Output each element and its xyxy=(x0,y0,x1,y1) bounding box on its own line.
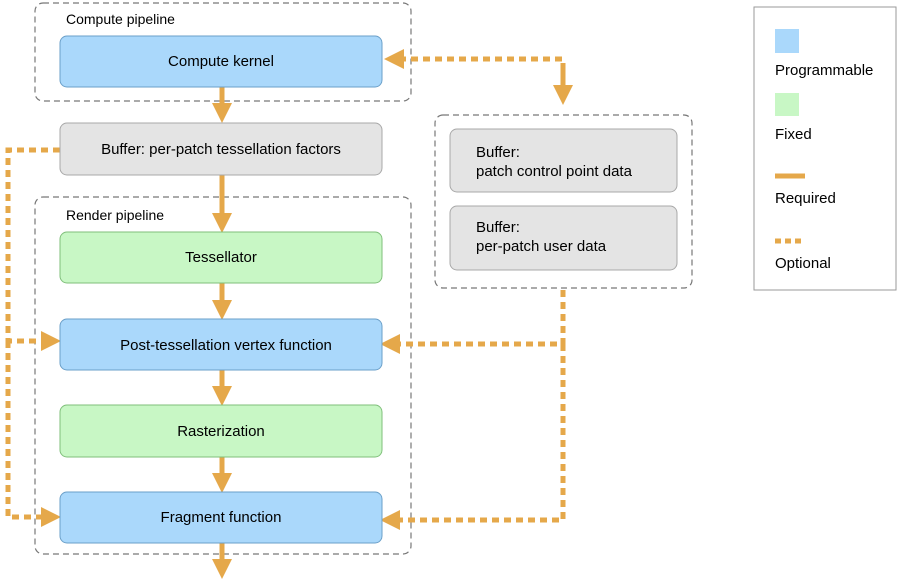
post-tess-vertex-label: Post-tessellation vertex function xyxy=(120,337,332,354)
legend-required-label: Required xyxy=(775,190,836,207)
compute-pipeline-label: Compute pipeline xyxy=(66,11,175,27)
legend-programmable-label: Programmable xyxy=(775,62,873,79)
tess-factors-buffer-label: Buffer: per-patch tessellation factors xyxy=(101,141,341,158)
compute-pipeline-group xyxy=(34,2,412,102)
optional-arrows xyxy=(5,49,573,530)
tessellator-label: Tessellator xyxy=(185,249,257,266)
arrow-buffer-to-vertex xyxy=(380,290,566,354)
rasterization-label: Rasterization xyxy=(177,423,265,440)
arrow-buffer-to-fragment xyxy=(380,344,566,530)
legend-optional-label: Optional xyxy=(775,255,831,272)
fragment-function-box xyxy=(59,491,383,544)
tessellator-box xyxy=(59,231,383,284)
legend-fixed-label: Fixed xyxy=(775,126,812,143)
legend-fixed-swatch xyxy=(775,93,799,116)
compute-kernel-label: Compute kernel xyxy=(168,53,274,70)
fragment-function-label: Fragment function xyxy=(161,509,282,526)
buffer-inputs-group xyxy=(434,114,693,289)
compute-kernel-box xyxy=(59,35,383,88)
rasterization-box xyxy=(59,404,383,458)
arrow-factors-to-vertex xyxy=(5,147,61,351)
user-data-buffer-box xyxy=(449,205,678,271)
legend-programmable-swatch xyxy=(775,29,799,53)
user-data-buffer-line1: Buffer: xyxy=(476,219,520,236)
arrow-factors-to-fragment xyxy=(5,341,61,527)
post-tess-vertex-box xyxy=(59,318,383,371)
control-point-buffer-line2: patch control point data xyxy=(476,163,633,180)
control-point-buffer-line1: Buffer: xyxy=(476,144,520,161)
render-pipeline-label: Render pipeline xyxy=(66,207,164,223)
control-point-buffer-box xyxy=(449,128,678,193)
user-data-buffer-line2: per-patch user data xyxy=(476,238,607,255)
tess-factors-buffer-box xyxy=(59,122,383,176)
arrow-buffer-to-kernel xyxy=(384,49,566,94)
